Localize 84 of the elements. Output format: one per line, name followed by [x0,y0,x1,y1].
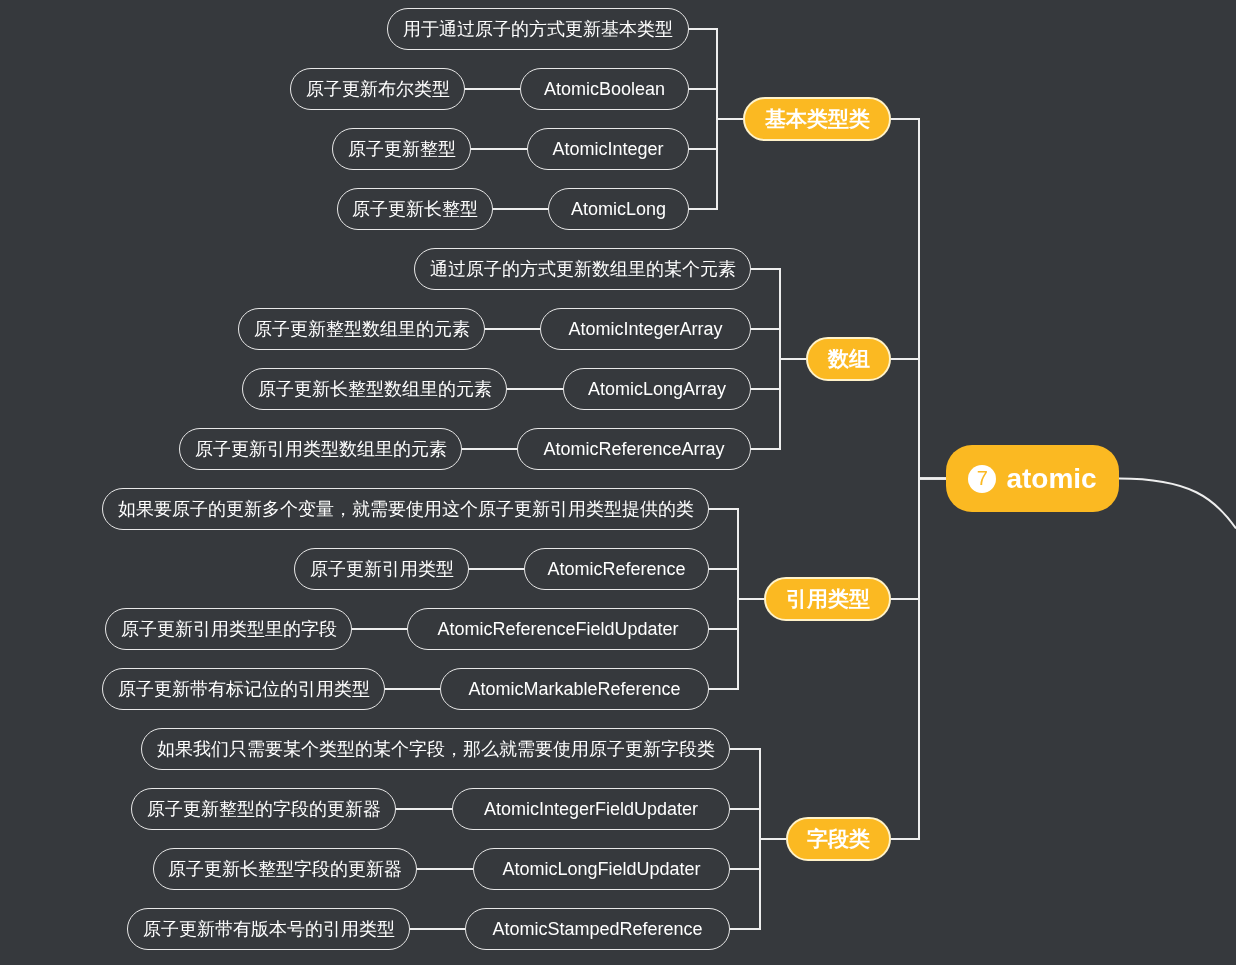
topic-pill [440,668,709,710]
connector [468,568,525,570]
connector [351,628,408,630]
topic-text: AtomicIntegerFieldUpdater [483,798,699,820]
connector [1118,477,1236,530]
topic-pill [290,68,465,110]
topic-text: 如果我们只需要某个类型的某个字段，那么就需要使用原子更新字段类 [156,738,715,761]
topic-text: 原子更新带有版本号的引用类型 [142,918,395,941]
topic-pill [540,308,751,350]
topic-text: AtomicReferenceArray [543,438,725,460]
connector [384,688,441,690]
topic-pill [127,908,410,950]
connector [409,928,466,930]
topic-text: 原子更新长整型数组里的元素 [257,378,492,401]
connector [506,388,564,390]
topic-pill [387,8,689,50]
number-badge: 7 [968,464,997,493]
topic-text: 原子更新整型 [347,138,456,161]
category-topic [743,97,891,141]
topic-text: 原子更新引用类型里的字段 [120,618,337,641]
topic-pill [520,68,689,110]
topic-pill [131,788,396,830]
topic-text: AtomicLong [570,198,667,220]
topic-text: AtomicMarkableReference [468,678,681,700]
connector [461,448,518,450]
topic-pill [179,428,462,470]
topic-pill [527,128,689,170]
topic-text: 如果要原子的更新多个变量，就需要使用这个原子更新引用类型提供的类 [117,498,694,521]
topic-text: atomic [1006,462,1097,495]
topic-pill [473,848,730,890]
connector [464,88,521,90]
topic-text: 原子更新整型数组里的元素 [253,318,470,341]
topic-pill [414,248,751,290]
topic-text: AtomicLongFieldUpdater [502,858,701,880]
topic-pill [153,848,417,890]
topic-pill [548,188,689,230]
topic-text: 原子更新长整型 [352,198,478,221]
topic-pill [294,548,469,590]
topic-text: AtomicReference [547,558,686,580]
connector [416,868,474,870]
connector [470,148,528,150]
topic-text: 通过原子的方式更新数组里的某个元素 [429,258,736,281]
topic-pill [332,128,471,170]
topic-text: AtomicReferenceFieldUpdater [437,618,679,640]
topic-pill [238,308,485,350]
category-topic [764,577,891,621]
root-topic [946,445,1119,512]
topic-text: 原子更新带有标记位的引用类型 [117,678,370,701]
topic-pill [141,728,730,770]
connector [750,358,807,450]
topic-text: 字段类 [807,826,870,852]
topic-pill [465,908,730,950]
topic-text: 原子更新长整型字段的更新器 [168,858,402,881]
connector [688,118,744,210]
topic-text: AtomicIntegerArray [568,318,723,340]
topic-text: 原子更新引用类型数组里的元素 [194,438,447,461]
topic-text: 用于通过原子的方式更新基本类型 [403,18,673,41]
topic-pill [242,368,507,410]
topic-text: AtomicInteger [552,138,664,160]
connector [890,477,947,840]
connector [492,208,549,210]
topic-pill [337,188,493,230]
connector [708,598,765,690]
topic-text: AtomicBoolean [543,78,666,100]
topic-text: 基本类型类 [764,106,870,132]
topic-pill [102,668,385,710]
topic-pill [524,548,709,590]
topic-text: 原子更新整型的字段的更新器 [146,798,381,821]
category-topic [806,337,891,381]
connector [395,808,453,810]
topic-pill [517,428,751,470]
connector [484,328,541,330]
topic-text: 引用类型 [785,586,870,612]
topic-pill [452,788,730,830]
topic-pill [407,608,709,650]
topic-text: 原子更新引用类型 [309,558,454,581]
category-topic [786,817,891,861]
topic-text: 数组 [827,346,870,372]
topic-text: AtomicLongArray [587,378,727,400]
topic-text: AtomicStampedReference [492,918,703,940]
topic-pill [105,608,352,650]
topic-pill [102,488,709,530]
topic-pill [563,368,751,410]
topic-text: 原子更新布尔类型 [305,78,450,101]
